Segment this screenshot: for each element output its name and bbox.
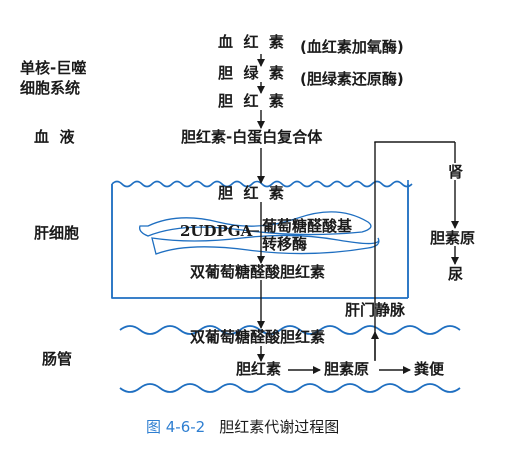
node-biliverdin-reductase: (胆绿素还原酶) (300, 70, 404, 88)
node-biliverdin: 胆 绿 素 (218, 64, 284, 82)
node-diglucuronide-gut: 双葡萄糖醛酸胆红素 (190, 328, 326, 346)
label-mononuclear-phagocyte: 单核-巨噬 细胞系统 (20, 59, 87, 97)
figure-caption: 图 4-6-2 胆红素代谢过程图 (146, 420, 339, 435)
endoplasmic-reticulum (139, 211, 380, 255)
node-albumin-complex: 胆红素-白蛋白复合体 (181, 128, 323, 146)
node-urine: 尿 (448, 265, 464, 283)
label-blood: 血 液 (34, 128, 75, 146)
node-urobilinogen-kidney: 胆素原 (430, 229, 476, 247)
node-portal-vein: 肝门静脉 (345, 301, 406, 319)
label-intestine: 肠管 (42, 350, 73, 368)
figure-number: 图 4-6-2 (146, 418, 206, 436)
intestine-upper-wall (119, 325, 461, 335)
figure-title: 胆红素代谢过程图 (219, 418, 340, 436)
node-udpga: 2UDPGA (180, 222, 253, 240)
node-diglucuronide-liver: 双葡萄糖醛酸胆红素 (190, 263, 326, 281)
node-bilirubin-gut: 胆红素 (236, 360, 282, 378)
label-liver-cell: 肝细胞 (34, 224, 80, 242)
node-urobilinogen-gut: 胆素原 (324, 360, 370, 378)
node-bilirubin-liver: 胆 红 素 (218, 184, 284, 202)
node-heme-oxygenase: (血红素加氧酶) (300, 38, 404, 56)
node-feces: 粪便 (414, 360, 445, 378)
intestine-lower-wall (119, 383, 461, 393)
node-bilirubin-top: 胆 红 素 (218, 92, 284, 110)
node-heme: 血 红 素 (218, 33, 284, 51)
node-enzyme-line2: 转移酶 (262, 235, 308, 253)
node-kidney: 肾 (448, 163, 464, 181)
node-enzyme-line1: 葡萄糖醛酸基 (262, 217, 353, 235)
